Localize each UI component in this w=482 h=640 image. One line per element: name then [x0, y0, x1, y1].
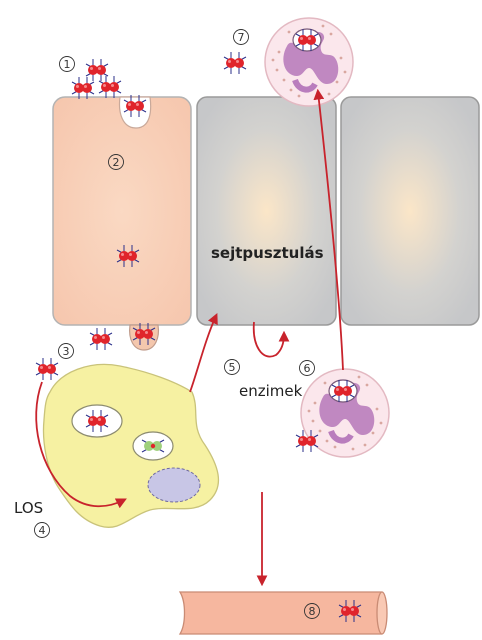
neutrophil-top	[265, 18, 353, 106]
enzyme-arrow	[252, 321, 290, 358]
step-8-label: 8	[309, 605, 316, 618]
step-6-marker: 6	[299, 360, 315, 376]
step-5-label: 5	[229, 361, 236, 374]
step-3-marker: 3	[58, 343, 74, 359]
neutrophil-migration-arrow	[313, 88, 344, 371]
diplococcus-icon	[85, 58, 109, 82]
step-7-label: 7	[238, 31, 245, 44]
blood-vessel	[178, 591, 388, 635]
enzymes-label: enzimek	[239, 382, 303, 400]
diplococcus-icon	[98, 75, 122, 99]
diplococcus-icon	[71, 76, 95, 100]
step-4-label: 4	[39, 524, 46, 537]
step-6-label: 6	[304, 362, 311, 375]
step-8-marker: 8	[304, 603, 320, 619]
diplococcus-icon	[223, 51, 247, 75]
step-2-label: 2	[113, 156, 120, 169]
neighbour-cell	[340, 96, 480, 326]
step-2-marker: 2	[108, 154, 124, 170]
diplococcus-icon	[35, 357, 59, 381]
los-arrow	[35, 381, 127, 509]
step-3-label: 3	[63, 345, 70, 358]
los-label: LOS	[14, 499, 43, 517]
cell-death-label: sejtpusztulás	[211, 244, 324, 262]
step-7-marker: 7	[233, 29, 249, 45]
step-1-marker: 1	[59, 56, 75, 72]
macrophage-to-cell-arrow	[189, 313, 218, 393]
step-1-label: 1	[64, 58, 71, 71]
step-4-marker: 4	[34, 522, 50, 538]
dying-cell	[196, 96, 337, 326]
macrophage	[42, 363, 220, 528]
step-5-marker: 5	[224, 359, 240, 375]
epithelial-cell	[52, 96, 192, 326]
diplococcus-icon	[89, 327, 113, 351]
degraded-bacterium	[141, 439, 165, 453]
macrophage-nucleus	[147, 467, 201, 503]
